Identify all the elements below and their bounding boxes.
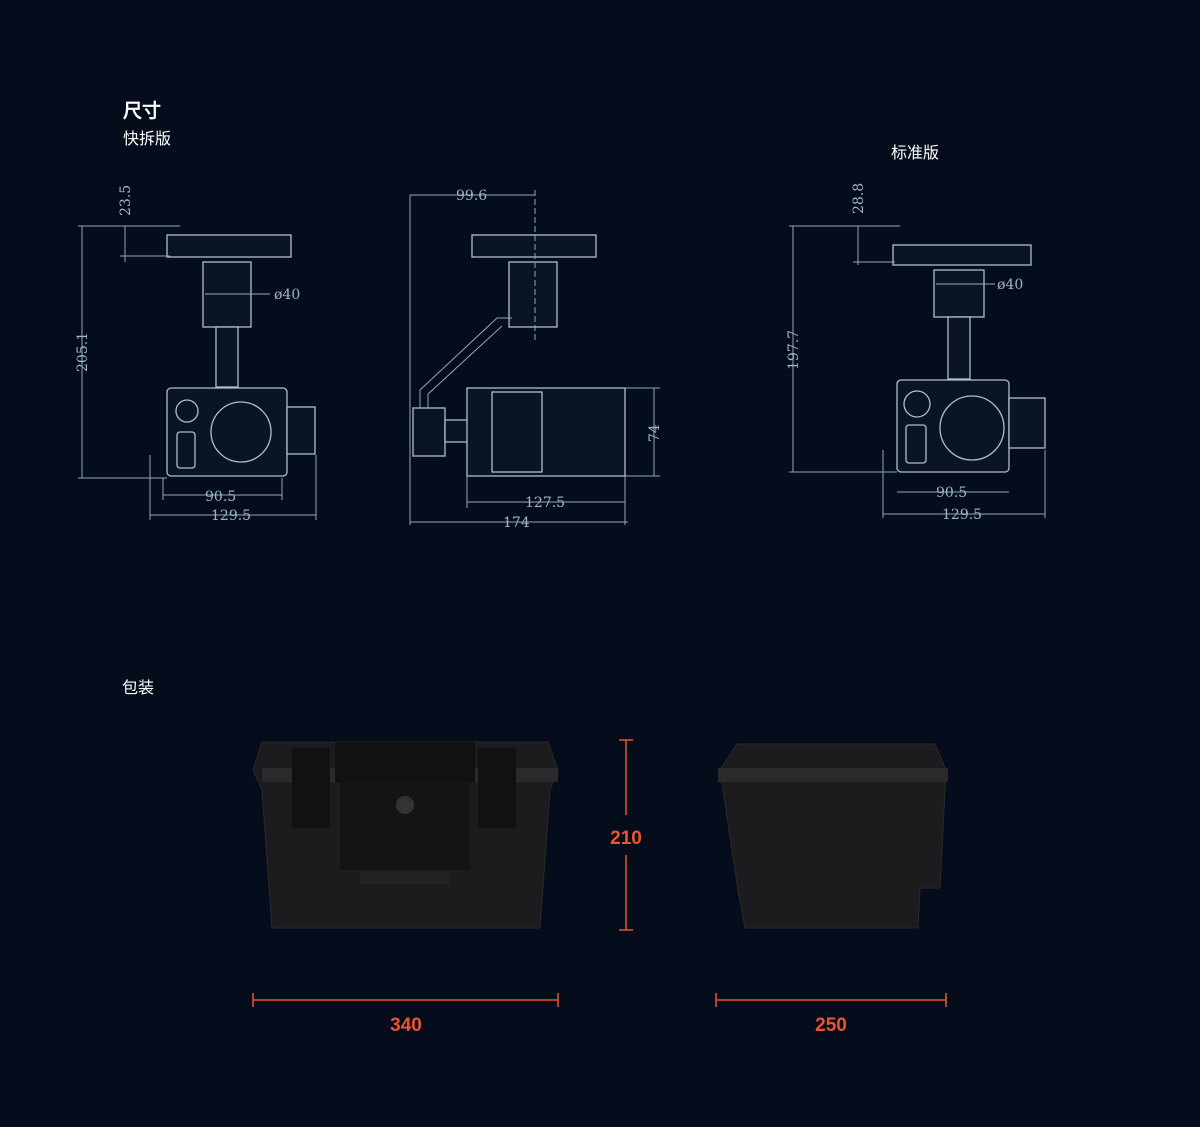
dim-offset: 99.6 <box>456 188 487 204</box>
std-dim-body-width: 90.5 <box>936 485 967 501</box>
section-title-dimensions: 尺寸 <box>123 100 162 122</box>
dim-top-height: 23.5 <box>118 185 134 216</box>
case-front-image <box>252 741 559 929</box>
dim-total-length: 174 <box>503 515 530 531</box>
dim-diameter: ø40 <box>274 287 300 303</box>
quick-release-front-drawing: 23.5 205.1 ø40 90.5 129.5 <box>75 185 317 524</box>
standard-front-drawing: 28.8 197.7 ø40 90.5 129.5 <box>786 183 1046 523</box>
quick-release-label: 快拆版 <box>123 129 172 148</box>
packaging-dimensions: 210 340 250 <box>252 739 947 1036</box>
case-side-image <box>718 743 948 929</box>
dim-body-height: 74 <box>647 424 663 442</box>
std-dim-total-width: 129.5 <box>942 507 982 523</box>
dim-body-length: 127.5 <box>525 495 565 511</box>
package-depth: 250 <box>815 1015 847 1036</box>
section-title-packaging: 包装 <box>122 678 155 697</box>
package-width: 340 <box>390 1015 422 1036</box>
std-dim-total-height: 197.7 <box>786 330 802 370</box>
dim-body-width: 90.5 <box>205 489 236 505</box>
quick-release-side-drawing: 99.6 74 127.5 174 <box>409 188 663 531</box>
std-dim-top-height: 28.8 <box>851 183 867 214</box>
dim-total-width: 129.5 <box>211 508 251 524</box>
dim-total-height: 205.1 <box>75 332 91 372</box>
standard-label: 标准版 <box>891 143 940 162</box>
package-height: 210 <box>610 828 642 849</box>
std-dim-diameter: ø40 <box>997 277 1023 293</box>
